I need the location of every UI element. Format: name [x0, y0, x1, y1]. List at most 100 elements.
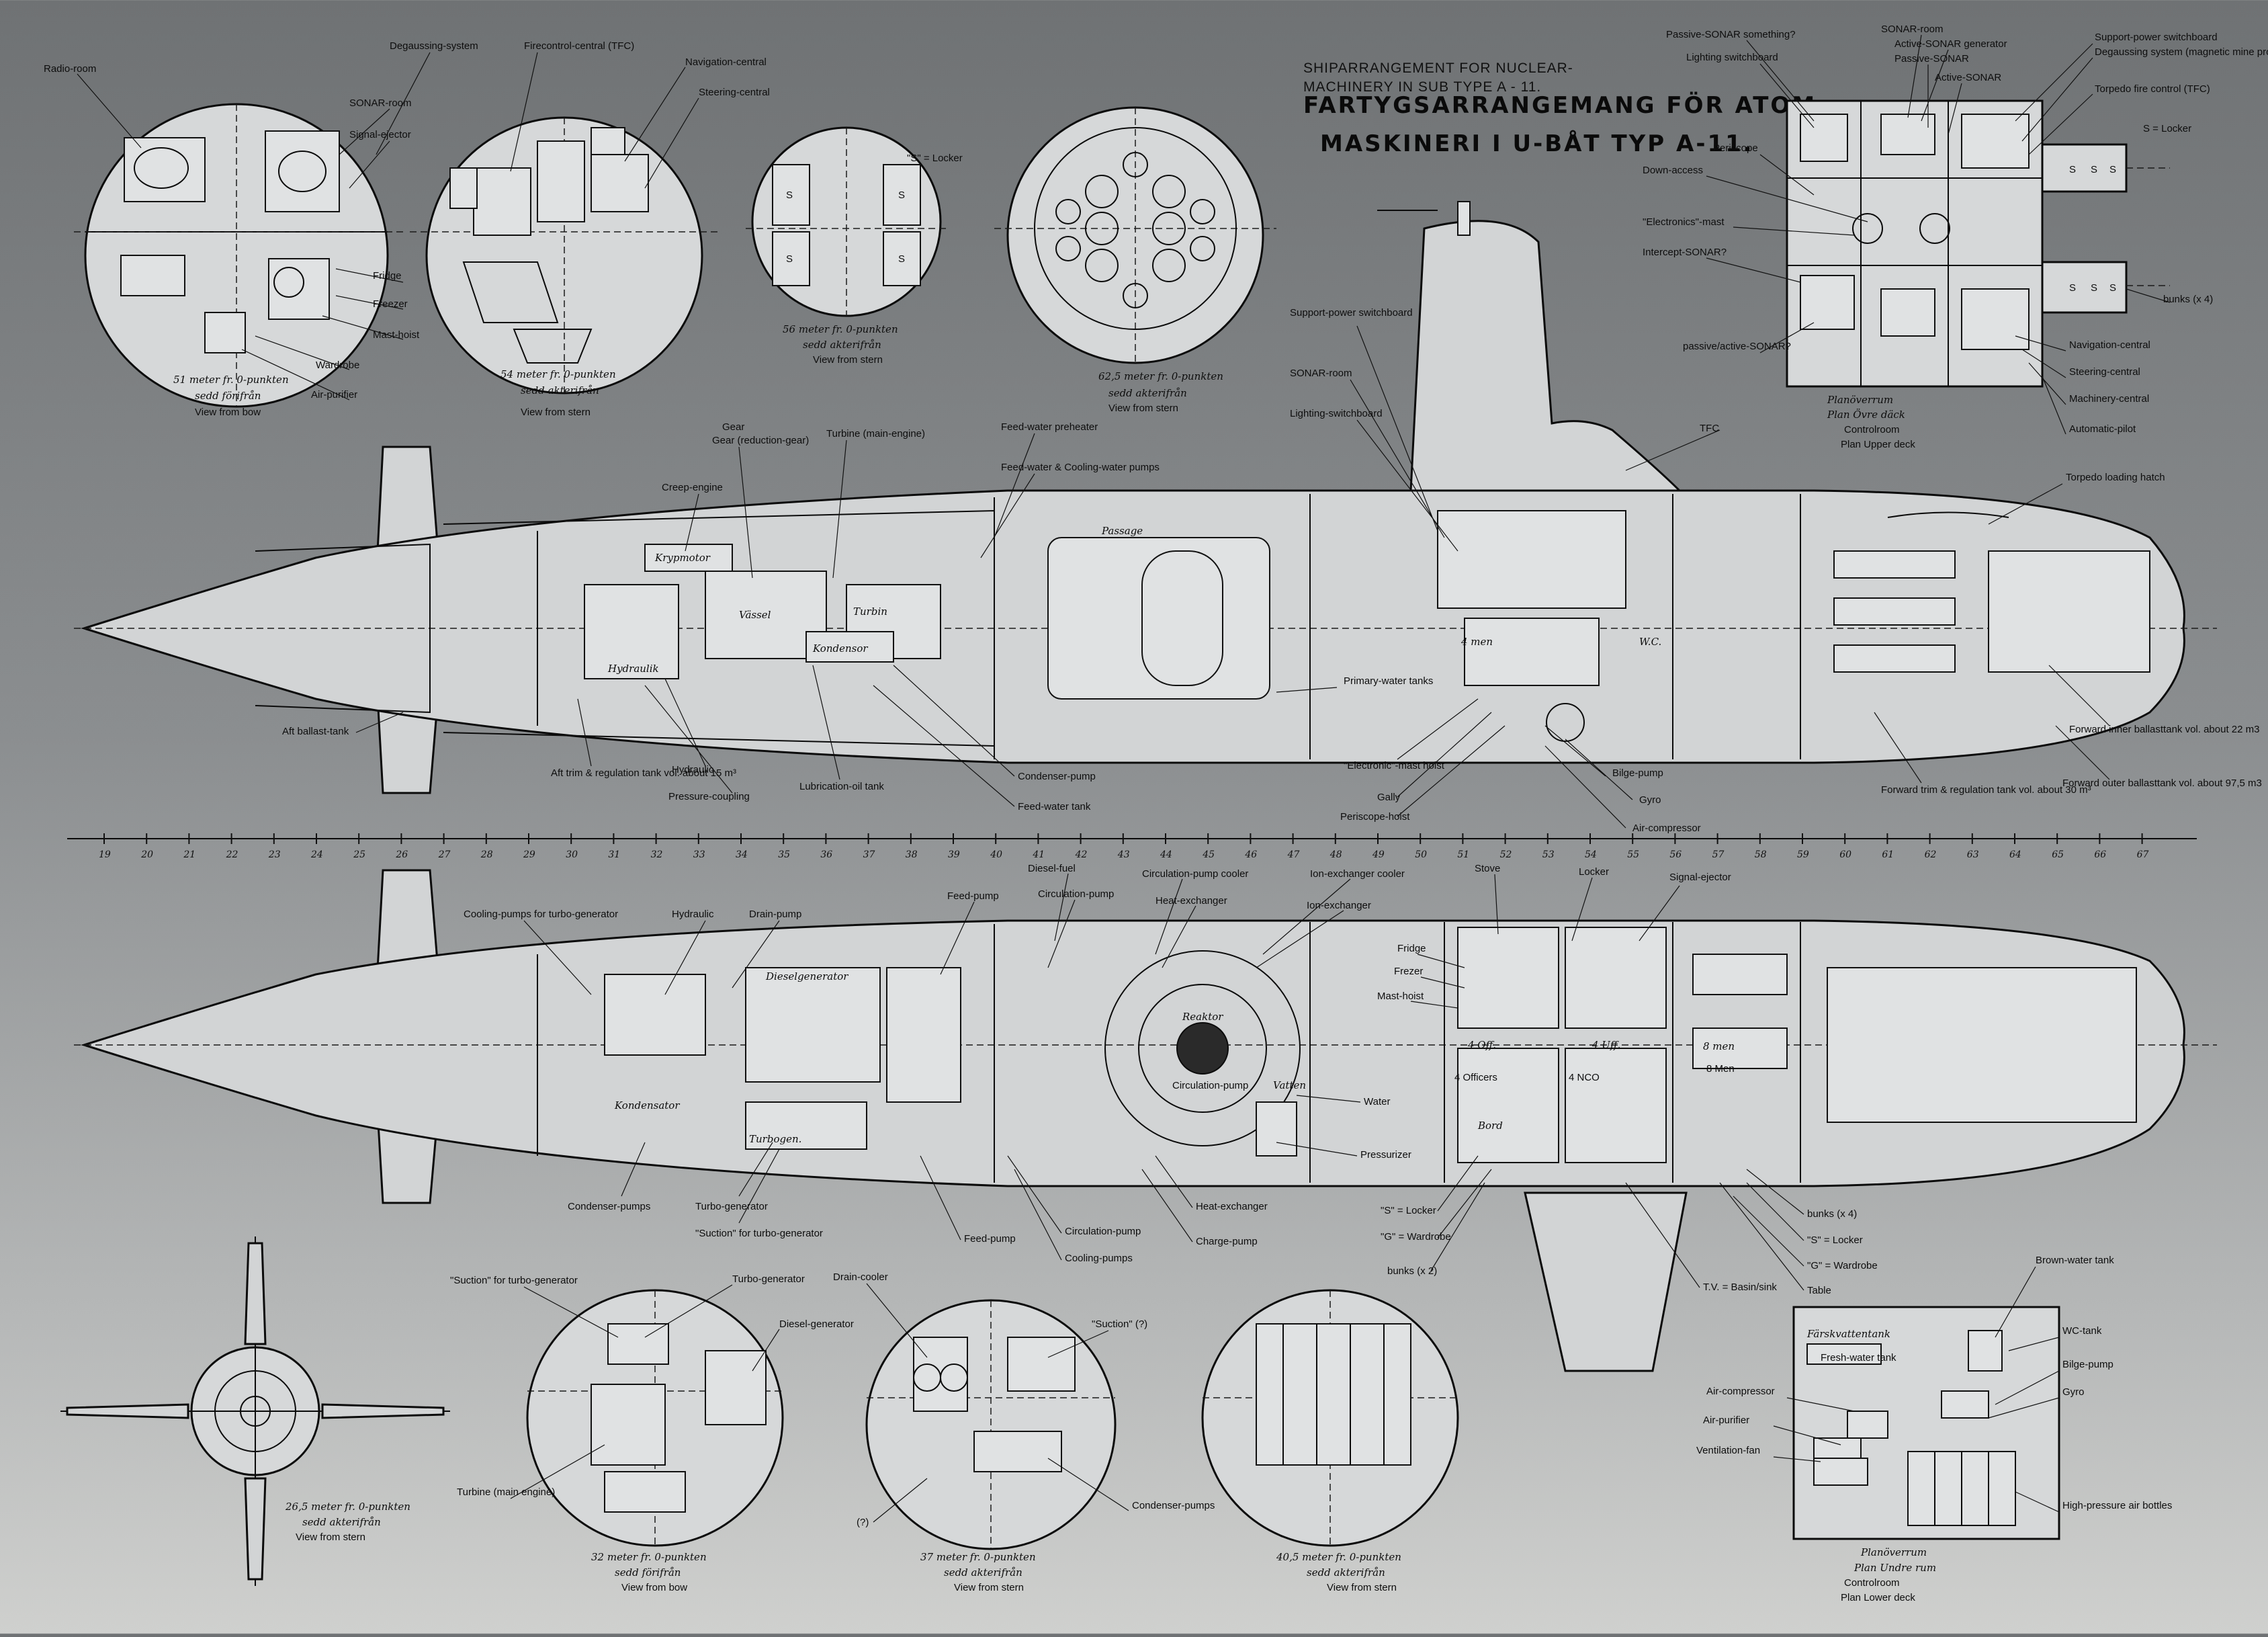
- label-periscope-plan: Periscope: [1713, 142, 1758, 154]
- scale-number-58: 58: [1755, 849, 1767, 860]
- scale-number-48: 48: [1329, 849, 1342, 860]
- label-g-wardrobe-right: "G" = Wardrobe: [1807, 1260, 1878, 1271]
- section-top-4-view: View from stern: [1108, 403, 1178, 414]
- scale-number-24: 24: [310, 849, 323, 860]
- label-turbo-generator-lower: Turbo-generator: [695, 1201, 768, 1212]
- label-passive-active-sonar: passive/active-SONAR?: [1683, 341, 1791, 352]
- section-top-4-caption-hand2: sedd akterifrån: [1108, 387, 1187, 399]
- scale-number-23: 23: [268, 849, 281, 860]
- section-top-1: 51 meter fr. 0-punkten sedd förifrån Vie…: [44, 40, 478, 418]
- label-charge-pump: Charge-pump: [1196, 1236, 1258, 1247]
- title-swedish-line2: MASKINERI I U-BÅT TYP A-11.: [1320, 130, 1754, 157]
- label-automatic-pilot: Automatic-pilot: [2069, 423, 2136, 435]
- hand-krypmotor: Krypmotor: [654, 552, 711, 564]
- hand-bord-1: Bord: [1477, 1120, 1503, 1132]
- label-g-wardrobe-lower: "G" = Wardrobe: [1381, 1231, 1451, 1243]
- label-firecontrol-central: Firecontrol-central (TFC): [524, 40, 634, 52]
- upper-plan-caption-hand2: Plan Övre däck: [1827, 409, 1905, 421]
- scale-number-36: 36: [820, 849, 832, 860]
- label-sonar-room-profile: SONAR-room: [1290, 368, 1352, 379]
- label-lubrication-oil-tank: Lubrication-oil tank: [799, 781, 884, 792]
- label-steering-central-plan: Steering-central: [2069, 366, 2140, 378]
- label-circulation-pump-cooler: Circulation-pump cooler: [1142, 868, 1248, 880]
- scale-number-49: 49: [1372, 849, 1385, 860]
- label-suction-turbo: "Suction" for turbo-generator: [695, 1228, 823, 1239]
- label-suction-q: "Suction" (?): [1092, 1318, 1147, 1330]
- hand-dieselgenerator: Dieselgenerator: [765, 970, 848, 982]
- scale-number-51: 51: [1457, 849, 1469, 860]
- scale-number-41: 41: [1032, 849, 1045, 860]
- label-condenser-pumps-lower: Condenser-pumps: [568, 1201, 650, 1212]
- scale-number-53: 53: [1542, 849, 1555, 860]
- scale-number-63: 63: [1967, 849, 1979, 860]
- label-hydraulic-upper: Hydraulic: [672, 764, 714, 775]
- scale-number-22: 22: [226, 849, 238, 860]
- profile-lower: Reaktor Dieselgenerator Kondensator Turb…: [74, 863, 2217, 1372]
- label-condenser-pumps-section: Condenser-pumps: [1132, 1500, 1215, 1511]
- scale-number-25: 25: [353, 849, 365, 860]
- scale-number-32: 32: [651, 849, 663, 860]
- section-bottom-4: 40,5 meter fr. 0-punkten sedd akterifrån…: [1201, 1289, 1459, 1593]
- label-cooling-pumps: Cooling-pumps: [1065, 1253, 1133, 1264]
- label-tv-basin-sink: T.V. = Basin/sink: [1703, 1282, 1777, 1293]
- scale-number-30: 30: [566, 849, 578, 860]
- scale-number-45: 45: [1202, 849, 1215, 860]
- label-4-nco: 4 NCO: [1569, 1072, 1600, 1083]
- scale-number-59: 59: [1797, 849, 1809, 860]
- section-bottom-1-caption-hand2: sedd akterifrån: [302, 1516, 381, 1528]
- scale-number-61: 61: [1882, 849, 1894, 860]
- section-bottom-2-caption-hand2: sedd förifrån: [615, 1566, 681, 1579]
- svg-text:S: S: [2109, 282, 2116, 294]
- label-down-access: Down-access: [1643, 165, 1703, 176]
- label-question: (?): [857, 1517, 869, 1528]
- scale-number-38: 38: [906, 849, 918, 860]
- label-air-purifier: Air-purifier: [311, 389, 357, 401]
- label-locker-top: Locker: [1579, 866, 1609, 878]
- label-electronics-mast: "Electronics"-mast: [1643, 216, 1725, 228]
- label-navigation-central-plan: Navigation-central: [2069, 339, 2150, 351]
- title-swedish-line1: FARTYGSARRANGEMANG FÖR ATOM-: [1303, 91, 1828, 119]
- label-8-men: 8 Men: [1706, 1063, 1735, 1075]
- scale-number-39: 39: [948, 849, 960, 860]
- label-signal-ejector-lower: Signal-ejector: [1669, 872, 1731, 883]
- section-top-2-caption-hand: 54 meter fr. 0-punkten: [500, 368, 616, 380]
- label-lighting-switchboard-plan: Lighting switchboard: [1686, 52, 1778, 63]
- section-top-3-caption-hand2: sedd akterifrån: [803, 339, 881, 351]
- label-hydraulic-lower: Hydraulic: [672, 909, 714, 920]
- label-bunks-x4-plan: bunks (x 4): [2163, 294, 2213, 305]
- section-top-1-caption-hand2: sedd förifrån: [195, 390, 261, 402]
- scale-number-65: 65: [2052, 849, 2064, 860]
- section-top-4-caption-hand: 62,5 meter fr. 0-punkten: [1098, 370, 1223, 382]
- label-machinery-central: Machinery-central: [2069, 393, 2149, 405]
- scale-number-19: 19: [99, 849, 111, 860]
- label-cooling-pumps-turbo: Cooling-pumps for turbo-generator: [464, 909, 618, 920]
- scale-number-62: 62: [1925, 849, 1937, 860]
- label-degaussing-plan: Degaussing system (magnetic mine protect…: [2095, 46, 2268, 58]
- label-navigation-central-top: Navigation-central: [685, 56, 767, 68]
- hand-8-men: 8 men: [1703, 1040, 1735, 1052]
- label-fridge-lower: Fridge: [1397, 943, 1426, 954]
- label-bunks-x4-lower: bunks (x 4): [1807, 1208, 1857, 1220]
- lower-plan-caption-hand: Planöverrum: [1860, 1546, 1927, 1558]
- svg-text:S: S: [898, 190, 905, 201]
- label-aft-ballast-tank: Aft ballast-tank: [282, 726, 349, 737]
- scale-number-44: 44: [1160, 849, 1172, 860]
- scale-number-52: 52: [1500, 849, 1512, 860]
- label-circulation-pump-bottom: Circulation-pump: [1065, 1226, 1141, 1237]
- label-ion-exchanger-cooler: Ion-exchanger cooler: [1310, 868, 1405, 880]
- scale-number-54: 54: [1585, 849, 1597, 860]
- scale-number-46: 46: [1244, 849, 1257, 860]
- label-frezer: Frezer: [1394, 966, 1423, 977]
- svg-text:S: S: [2091, 164, 2097, 175]
- hand-vatten: Vatten: [1273, 1079, 1306, 1091]
- label-degaussing-system: Degaussing-system: [390, 40, 478, 52]
- section-top-3-caption-hand: 56 meter fr. 0-punkten: [783, 323, 898, 335]
- lower-deck-plan: Färskvattentank Fresh-water tank Planöve…: [1696, 1255, 2172, 1603]
- scale-number-56: 56: [1669, 849, 1682, 860]
- section-bottom-3-caption-hand: 37 meter fr. 0-punkten: [920, 1551, 1036, 1563]
- hand-kondensator: Kondensator: [614, 1099, 680, 1111]
- label-freezer: Freezer: [373, 298, 408, 310]
- label-passive-sonar: Passive-SONAR: [1894, 53, 1969, 65]
- label-high-pressure-air-bottles: High-pressure air bottles: [2062, 1500, 2172, 1511]
